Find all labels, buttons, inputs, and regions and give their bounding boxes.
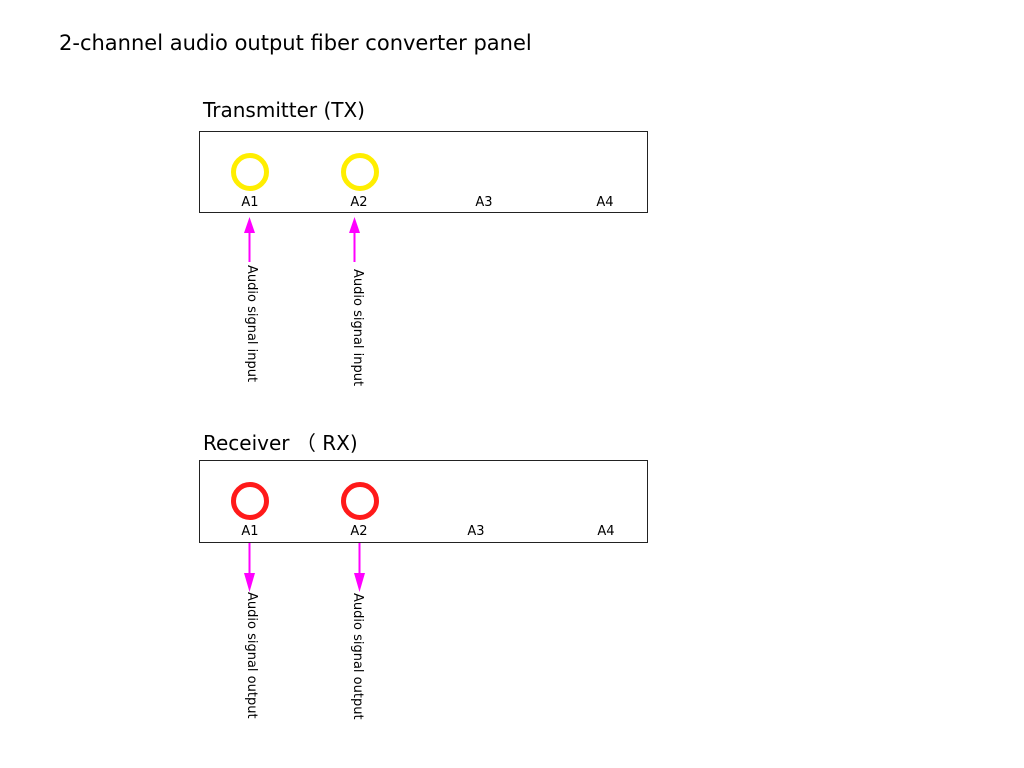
- rx-port-a2: [341, 482, 379, 520]
- tx-signal-label-a2: Audio signal input: [350, 269, 365, 387]
- rx-output-arrow-a1: [244, 543, 255, 592]
- rx-output-arrow-a2: [354, 543, 365, 592]
- rx-port-label-a3: A3: [467, 524, 485, 539]
- rx-port-label-a2: A2: [350, 524, 368, 539]
- rx-port-a1: [231, 482, 269, 520]
- tx-port-label-a4: A4: [596, 195, 614, 210]
- page-title: 2-channel audio output fiber converter p…: [59, 31, 532, 55]
- transmitter-panel: A1 A2 A3 A4: [199, 131, 648, 213]
- receiver-panel: A1 A2 A3 A4: [199, 460, 648, 543]
- tx-signal-label-a1: Audio signal input: [244, 265, 259, 383]
- rx-port-label-a4: A4: [597, 524, 615, 539]
- rx-port-label-a1: A1: [241, 524, 259, 539]
- receiver-title: Receiver （ RX): [203, 431, 358, 455]
- tx-port-label-a1: A1: [241, 195, 259, 210]
- rx-signal-label-a1: Audio signal output: [244, 592, 259, 719]
- rx-signal-label-a2: Audio signal output: [350, 593, 365, 720]
- tx-port-label-a3: A3: [475, 195, 493, 210]
- tx-input-arrow-a2: [349, 217, 360, 262]
- tx-port-a1: [231, 153, 269, 191]
- tx-port-label-a2: A2: [350, 195, 368, 210]
- transmitter-title: Transmitter (TX): [203, 98, 365, 122]
- tx-port-a2: [341, 153, 379, 191]
- tx-input-arrow-a1: [244, 217, 255, 262]
